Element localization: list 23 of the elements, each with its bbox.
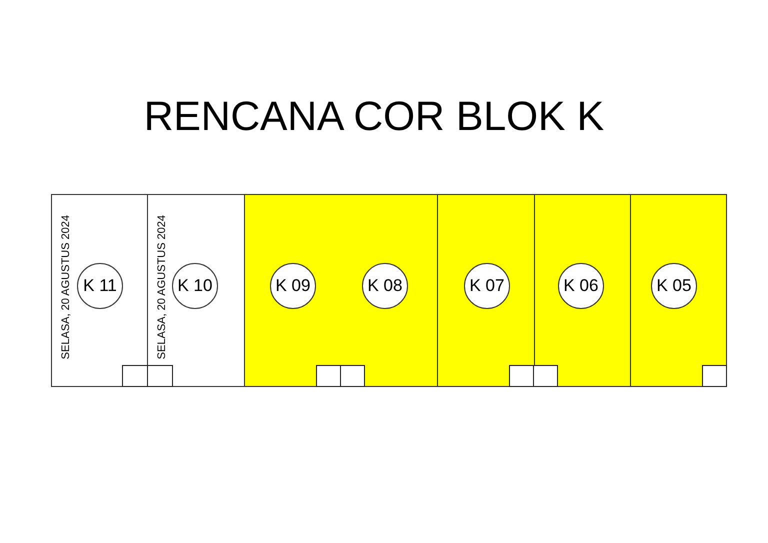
- lot-plot: [147, 194, 245, 387]
- lot-circle: [270, 263, 316, 309]
- lot-circle: [362, 263, 408, 309]
- date-note: SELASA, 20 AGUSTUS 2024: [60, 215, 72, 360]
- lot-circle: [464, 263, 510, 309]
- utility-box: [533, 365, 558, 387]
- lot-circle: [172, 263, 218, 309]
- lot-circle: [651, 263, 697, 309]
- utility-box: [122, 365, 148, 387]
- lot-plot: [534, 194, 631, 387]
- utility-box: [147, 365, 173, 387]
- utility-box: [509, 365, 534, 387]
- date-note: SELASA, 20 AGUSTUS 2024: [156, 215, 168, 360]
- lot-plot: [51, 194, 148, 387]
- utility-box: [702, 365, 727, 387]
- utility-box: [316, 365, 341, 387]
- title: RENCANA COR BLOK K: [144, 93, 604, 140]
- lot-plot: [244, 194, 438, 387]
- lot-plot: [630, 194, 727, 387]
- lot-circle: [77, 263, 123, 309]
- utility-box: [340, 365, 365, 387]
- lot-circle: [558, 263, 604, 309]
- lot-plot: [437, 194, 535, 387]
